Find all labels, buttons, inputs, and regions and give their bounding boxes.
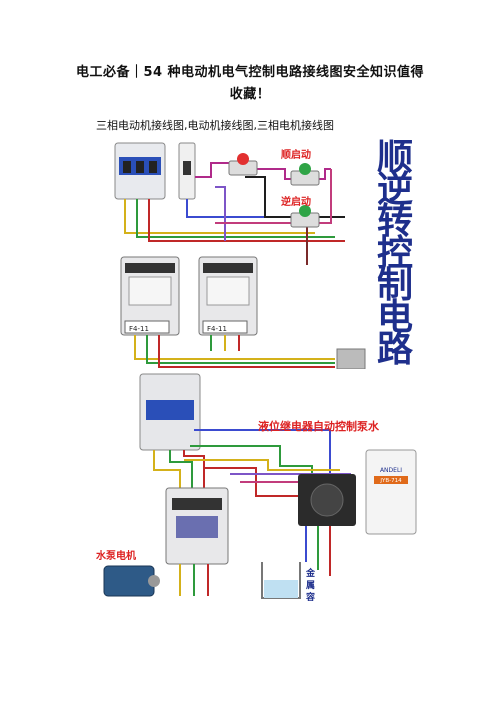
forward-start-label: 顺启动 bbox=[281, 150, 311, 161]
vertical-char-1: 顺 bbox=[377, 136, 414, 178]
forward-reverse-wiring-illustration: F4-11 F4-11 bbox=[95, 137, 435, 370]
level-relay-wiring-illustration: ANDELI JYB-714 bbox=[80, 370, 436, 602]
pump-motor-label: 水泵电机 bbox=[96, 551, 136, 562]
contactor-tag-left: F4-11 bbox=[129, 325, 149, 333]
vertical-char-7: 路 bbox=[377, 328, 414, 370]
vertical-char-6: 电 bbox=[377, 296, 414, 338]
image-caption: 三相电动机接线图,电动机接线图,三相电机接线图 bbox=[96, 119, 334, 132]
contactor-tag-right: F4-11 bbox=[207, 325, 227, 333]
relay-model: JYB-714 bbox=[379, 478, 402, 484]
vertical-char-3: 转 bbox=[377, 200, 414, 242]
wiring-photo-forward-reverse: F4-11 F4-11 顺启动 逆启动 顺 逆 转 控 制 电 路 bbox=[95, 136, 435, 370]
metal-label-2: 属 bbox=[306, 581, 316, 591]
vertical-char-4: 控 bbox=[377, 232, 414, 274]
article-title: 电工必备｜54 种电动机电气控制电路接线图安全知识值得收藏！ bbox=[75, 65, 425, 102]
vertical-char-5: 制 bbox=[377, 264, 414, 306]
metal-label-1: 金 bbox=[306, 569, 316, 579]
relay-brand: ANDELI bbox=[380, 467, 402, 474]
vertical-char-2: 逆 bbox=[377, 168, 414, 210]
wiring-photo-level-relay: ANDELI JYB-714 液位继电器自动控制泵水 水泵电机 金 属 容 bbox=[80, 370, 436, 603]
metal-label-3: 容 bbox=[306, 593, 316, 603]
reverse-start-label: 逆启动 bbox=[281, 197, 311, 208]
level-relay-title: 液位继电器自动控制泵水 bbox=[258, 420, 379, 433]
